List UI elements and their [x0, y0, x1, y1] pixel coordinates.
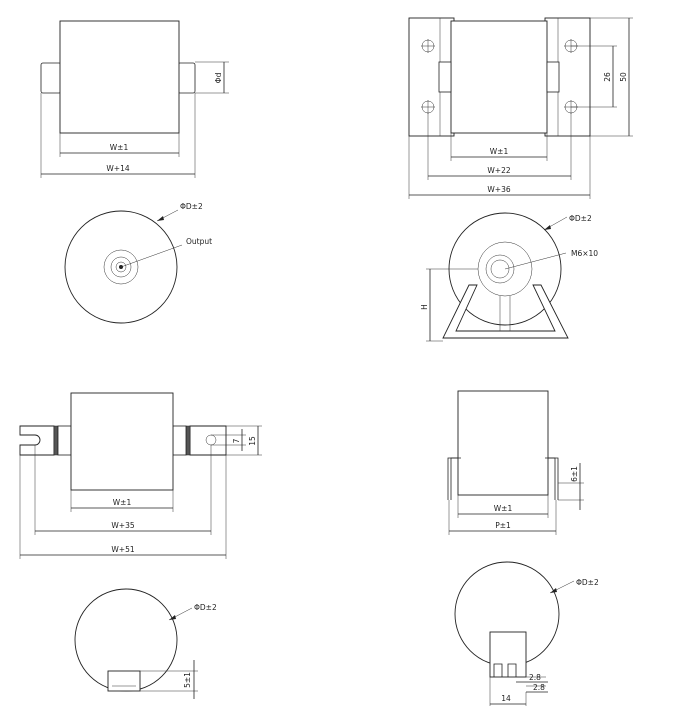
diameter-label: ΦD±2: [576, 578, 599, 587]
w-label: W±1: [494, 504, 513, 513]
left-tab: [19, 425, 55, 456]
w35-label: W+35: [111, 521, 134, 530]
w-label: W±1: [490, 147, 509, 156]
w36-label: W+36: [487, 185, 510, 194]
fig-a-front-view: Output ΦD±2: [64, 202, 212, 324]
phi-d-label: Φd: [214, 72, 223, 83]
dim-14: 14: [501, 694, 511, 703]
diameter-label: ΦD±2: [569, 214, 592, 223]
terminal-slot: [493, 663, 503, 677]
fig-b-front-view: M6×10 ΦD±2 H: [420, 212, 598, 342]
w22-label: W+22: [487, 166, 510, 175]
right-lead: [177, 62, 196, 94]
bolt-label: M6×10: [571, 249, 598, 258]
fig-d-front-view: 2.8 2.8 14 ΦD±2: [454, 561, 599, 706]
diameter-label: ΦD±2: [180, 202, 203, 211]
capacitor-body: [70, 392, 174, 491]
capacitor-body: [457, 390, 549, 496]
capacitor-body: [59, 20, 180, 134]
w14-label: W+14: [106, 164, 129, 173]
right-tab: [189, 425, 227, 456]
dim-15: 15: [248, 436, 257, 446]
dim-6: 6±1: [570, 466, 579, 482]
mounting-bracket: [442, 284, 569, 339]
terminal-slot: [507, 663, 517, 677]
right-terminal: [546, 61, 560, 93]
dim-2-8-a: 2.8: [529, 673, 541, 682]
diameter-label: ΦD±2: [194, 603, 217, 612]
w-label: W±1: [110, 143, 129, 152]
fig-d-top-view: 6±1 W±1 P±1: [447, 390, 584, 535]
output-label: Output: [186, 237, 212, 246]
fig-a-top-view: Φd W±1 W+14: [40, 20, 229, 178]
left-lead: [40, 62, 62, 94]
left-terminal: [438, 61, 452, 93]
w-label: W±1: [113, 498, 132, 507]
dim-7: 7: [232, 438, 241, 443]
right-lead: [548, 457, 559, 500]
fig-c-front-view: 5±1 ΦD±2: [74, 588, 217, 699]
fig-b-top-view: 26 50 W±1 W+22 W+36: [408, 17, 633, 199]
dim-50: 50: [619, 72, 628, 82]
p-label: P±1: [495, 521, 511, 530]
left-lead: [447, 457, 458, 500]
capacitor-body: [450, 20, 548, 134]
h-label: H: [420, 304, 429, 310]
w51-label: W+51: [111, 545, 134, 554]
dim-2-8-b: 2.8: [533, 683, 545, 692]
dim-26: 26: [603, 72, 612, 82]
terminal-block: [107, 670, 141, 692]
fig-c-top-view: 7 15 W±1 W+35 W+51: [19, 392, 262, 559]
dim-5: 5±1: [183, 672, 192, 688]
